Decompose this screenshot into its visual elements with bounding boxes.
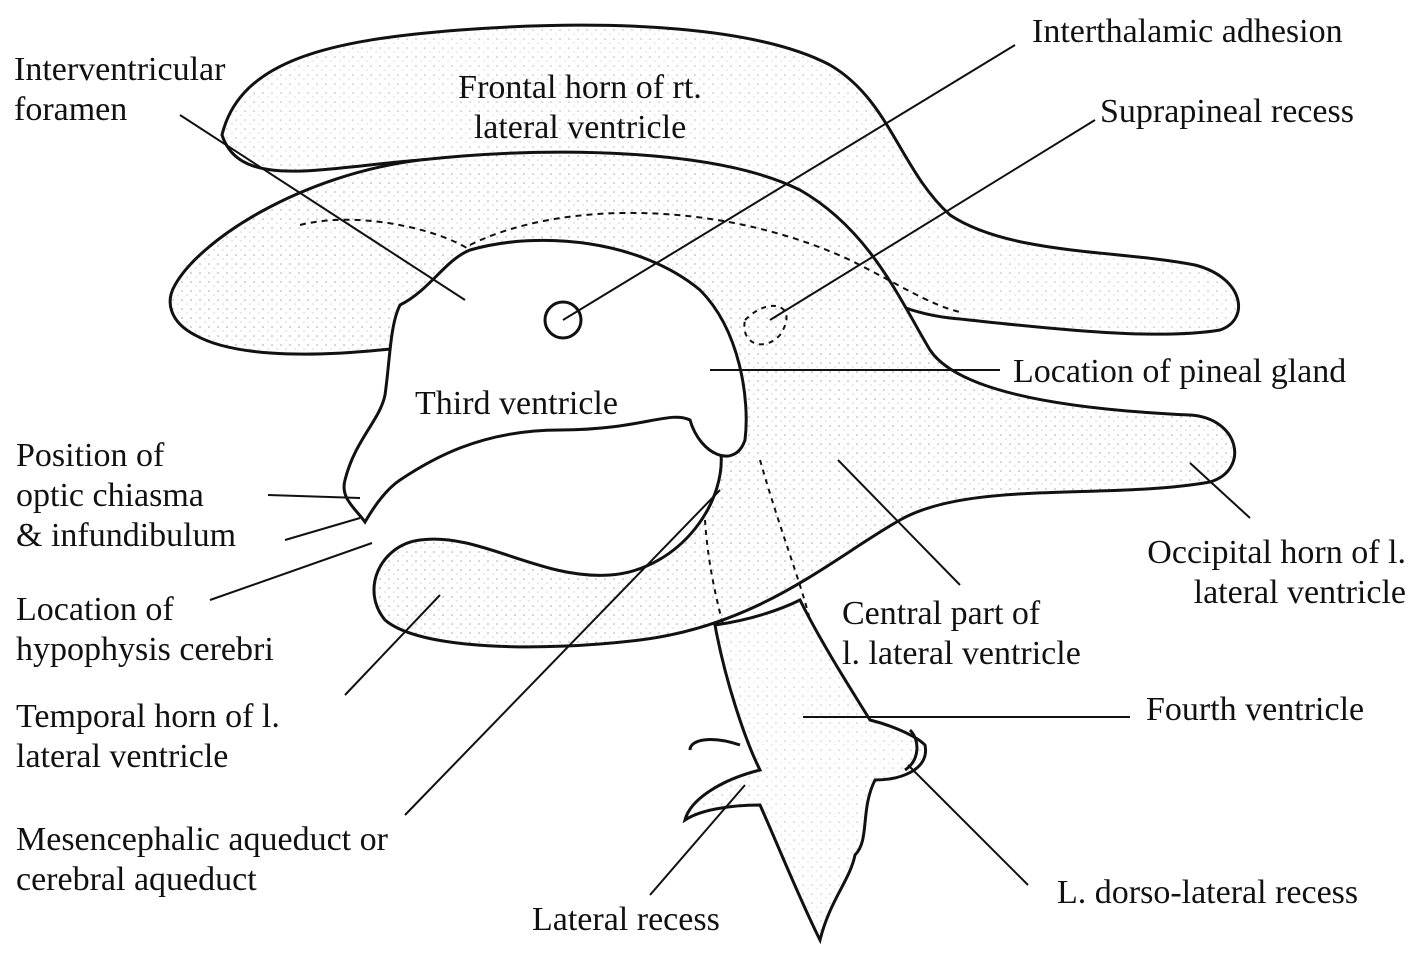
label-optic-chiasma: Position of optic chiasma & infundibulum (16, 436, 236, 556)
label-occipital-horn: Occipital horn of l. lateral ventricle (1100, 533, 1406, 613)
label-lateral-recess: Lateral recess (532, 900, 720, 940)
label-dorso-lateral-recess: L. dorso-lateral recess (1057, 873, 1358, 913)
label-third-ventricle: Third ventricle (415, 384, 618, 424)
label-central-part: Central part of l. lateral ventricle (842, 594, 1081, 674)
label-hypophysis: Location of hypophysis cerebri (16, 590, 274, 670)
label-pineal-gland: Location of pineal gland (1013, 352, 1346, 392)
label-suprapineal-recess: Suprapineal recess (1100, 92, 1354, 132)
lateral-recess-hook-upper (690, 740, 740, 750)
label-fourth-ventricle: Fourth ventricle (1146, 690, 1364, 730)
label-temporal-horn: Temporal horn of l. lateral ventricle (16, 697, 280, 777)
label-interventricular-foramen: Interventricular foramen (14, 50, 225, 130)
label-frontal-horn: Frontal horn of rt. lateral ventricle (420, 68, 740, 148)
label-mesencephalic-aqueduct: Mesencephalic aqueduct or cerebral aqued… (16, 820, 388, 900)
label-interthalamic-adhesion: Interthalamic adhesion (1032, 12, 1343, 52)
